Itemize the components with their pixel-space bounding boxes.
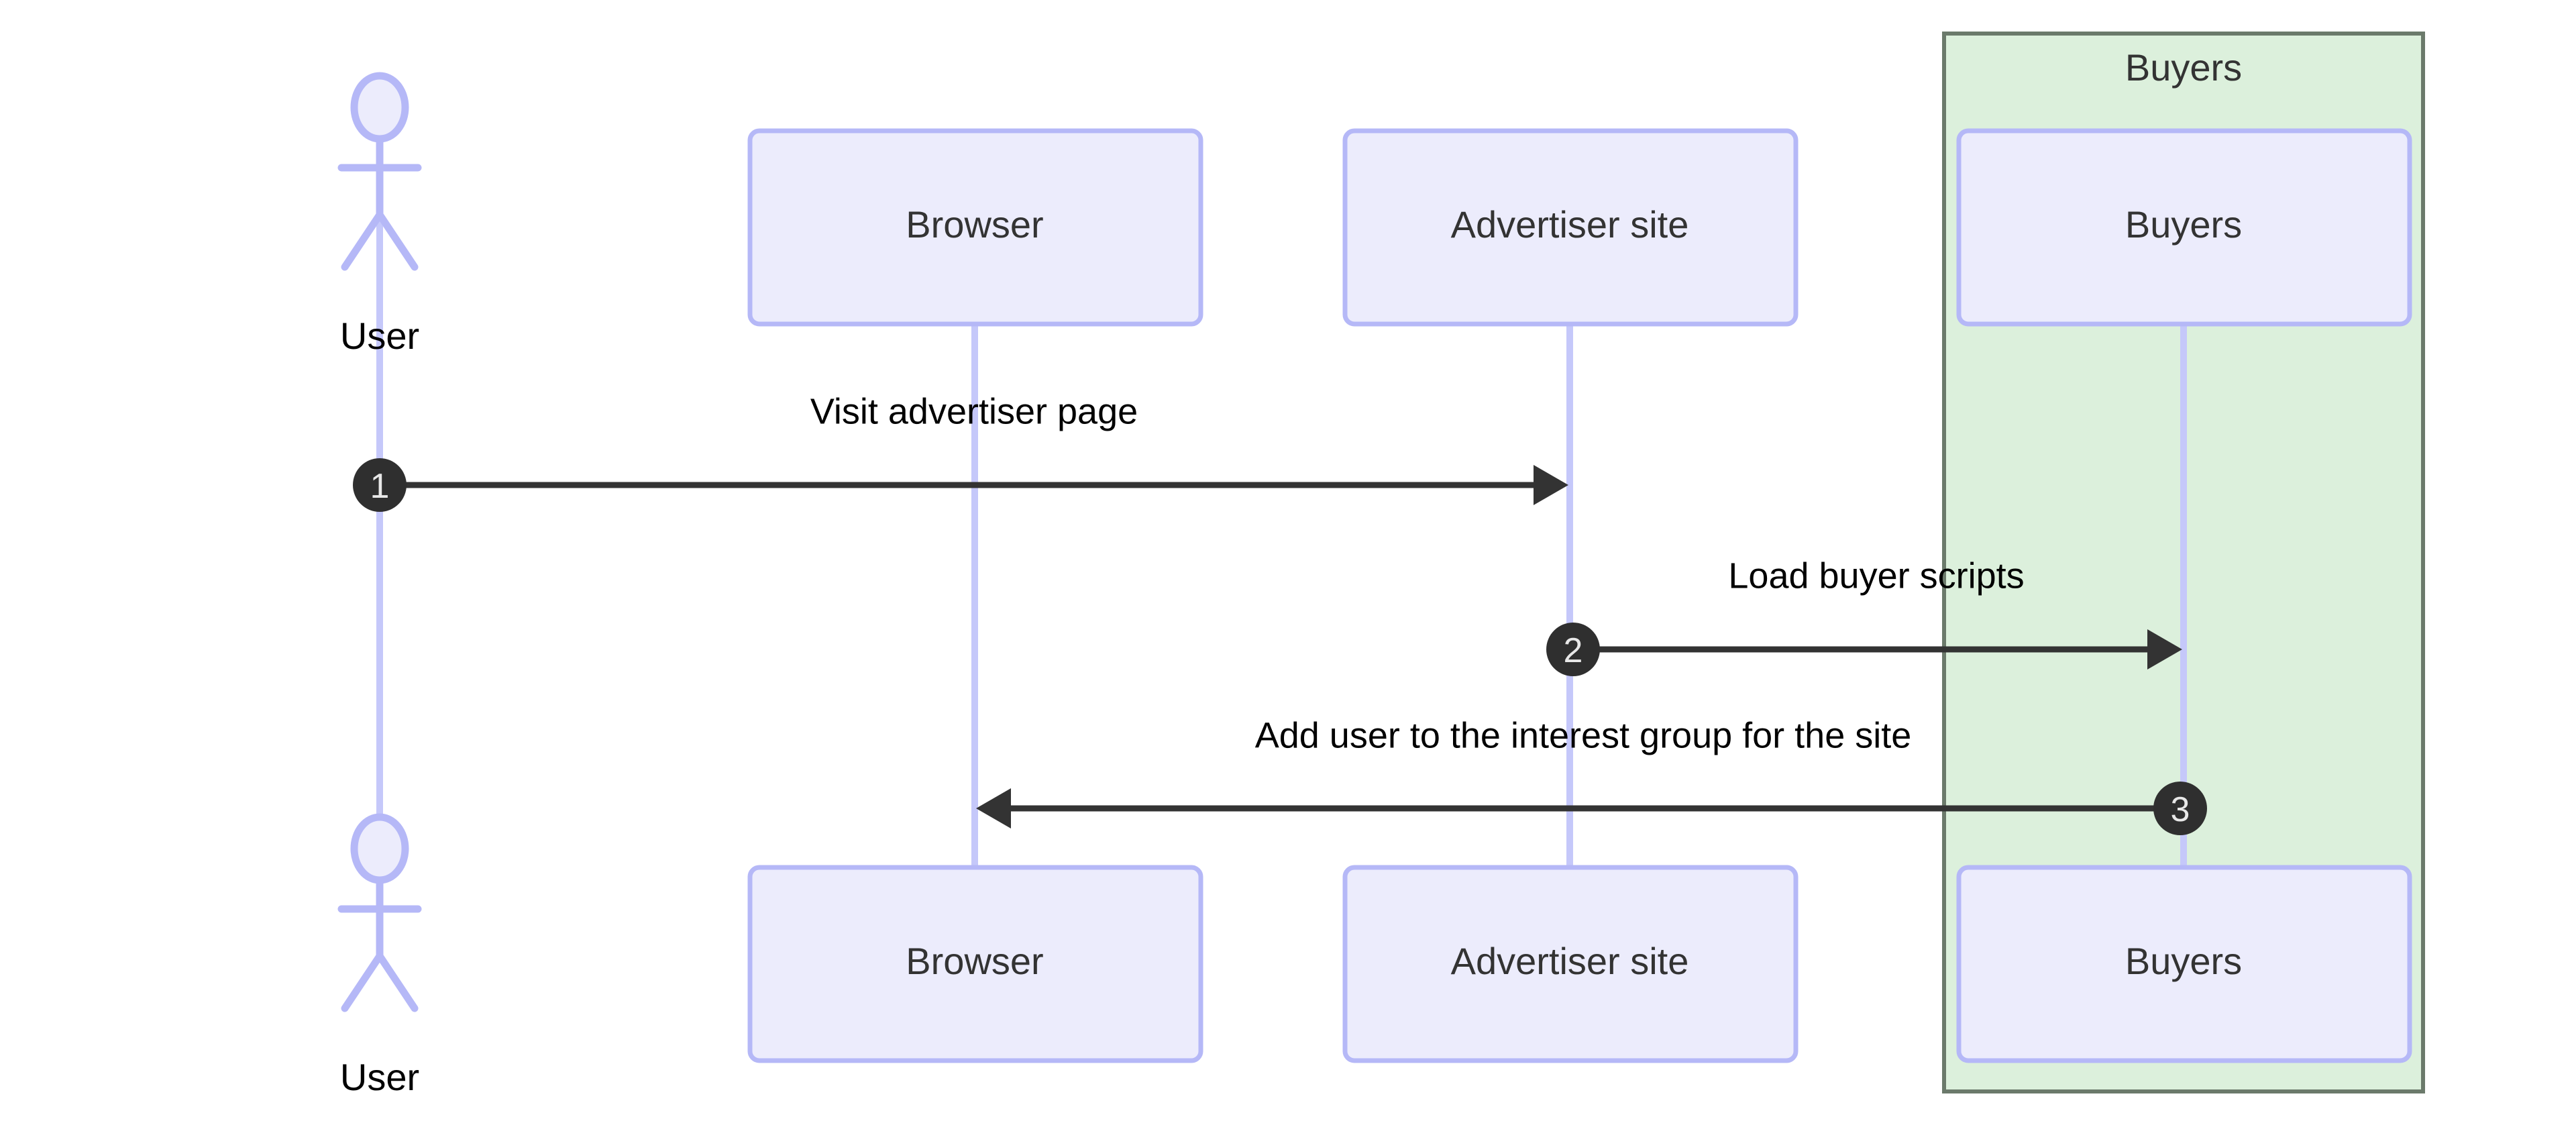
message-arrowhead-icon: [976, 788, 1011, 828]
participant-label: Advertiser site: [1451, 940, 1689, 982]
participant-box: [1342, 128, 1799, 327]
message-label: Load buyer scripts: [1728, 555, 2024, 596]
participant-box: [1956, 865, 2412, 1063]
sequence-badge: [1546, 623, 1600, 676]
actor-label: User: [340, 1056, 419, 1098]
actor-leg-left-icon: [341, 952, 384, 1012]
participant-top-advertiser[interactable]: Advertiser site: [1342, 128, 1799, 327]
message-label: Visit advertiser page: [810, 391, 1138, 431]
participant-label: Browser: [906, 940, 1043, 982]
participant-label: Buyers: [2125, 940, 2242, 982]
sequence-badge: [353, 458, 407, 512]
participant-bottom-browser[interactable]: Browser: [747, 865, 1203, 1063]
message-3[interactable]: Add user to the interest group for the s…: [976, 715, 2207, 835]
actor-leg-left-icon: [341, 211, 384, 271]
message-label: Add user to the interest group for the s…: [1255, 715, 1912, 755]
participant-label: Browser: [906, 203, 1043, 246]
actor-bottom[interactable]: User: [337, 813, 422, 1098]
participant-top-buyers[interactable]: Buyers: [1956, 128, 2412, 327]
participant-bottom-buyers[interactable]: Buyers: [1956, 865, 2412, 1063]
participant-box: [1342, 865, 1799, 1063]
participant-box: [1956, 128, 2412, 327]
participant-bottom-advertiser[interactable]: Advertiser site: [1342, 865, 1799, 1063]
participant-top-browser[interactable]: Browser: [747, 128, 1203, 327]
actor-head-icon: [350, 813, 409, 884]
group-label: Buyers: [2125, 46, 2242, 89]
message-2[interactable]: Load buyer scripts 2: [1546, 555, 2182, 676]
participant-label: Advertiser site: [1451, 203, 1689, 246]
sequence-number: 2: [1564, 631, 1583, 670]
actor-top[interactable]: User: [337, 72, 422, 357]
actor-head-icon: [350, 72, 409, 143]
participant-box: [747, 128, 1203, 327]
participant-label: Buyers: [2125, 203, 2242, 246]
lifelines-layer: [376, 221, 2187, 879]
message-arrowhead-icon: [1534, 465, 1568, 505]
message-1[interactable]: Visit advertiser page 1: [353, 391, 1568, 512]
participant-box: [747, 865, 1203, 1063]
actor-leg-right-icon: [376, 952, 419, 1012]
actor-leg-right-icon: [376, 211, 419, 271]
sequence-number: 3: [2171, 790, 2190, 829]
sequence-number: 1: [370, 467, 390, 506]
actor-label: User: [340, 315, 419, 357]
message-arrowhead-icon: [2147, 629, 2182, 670]
sequence-badge: [2153, 782, 2207, 835]
